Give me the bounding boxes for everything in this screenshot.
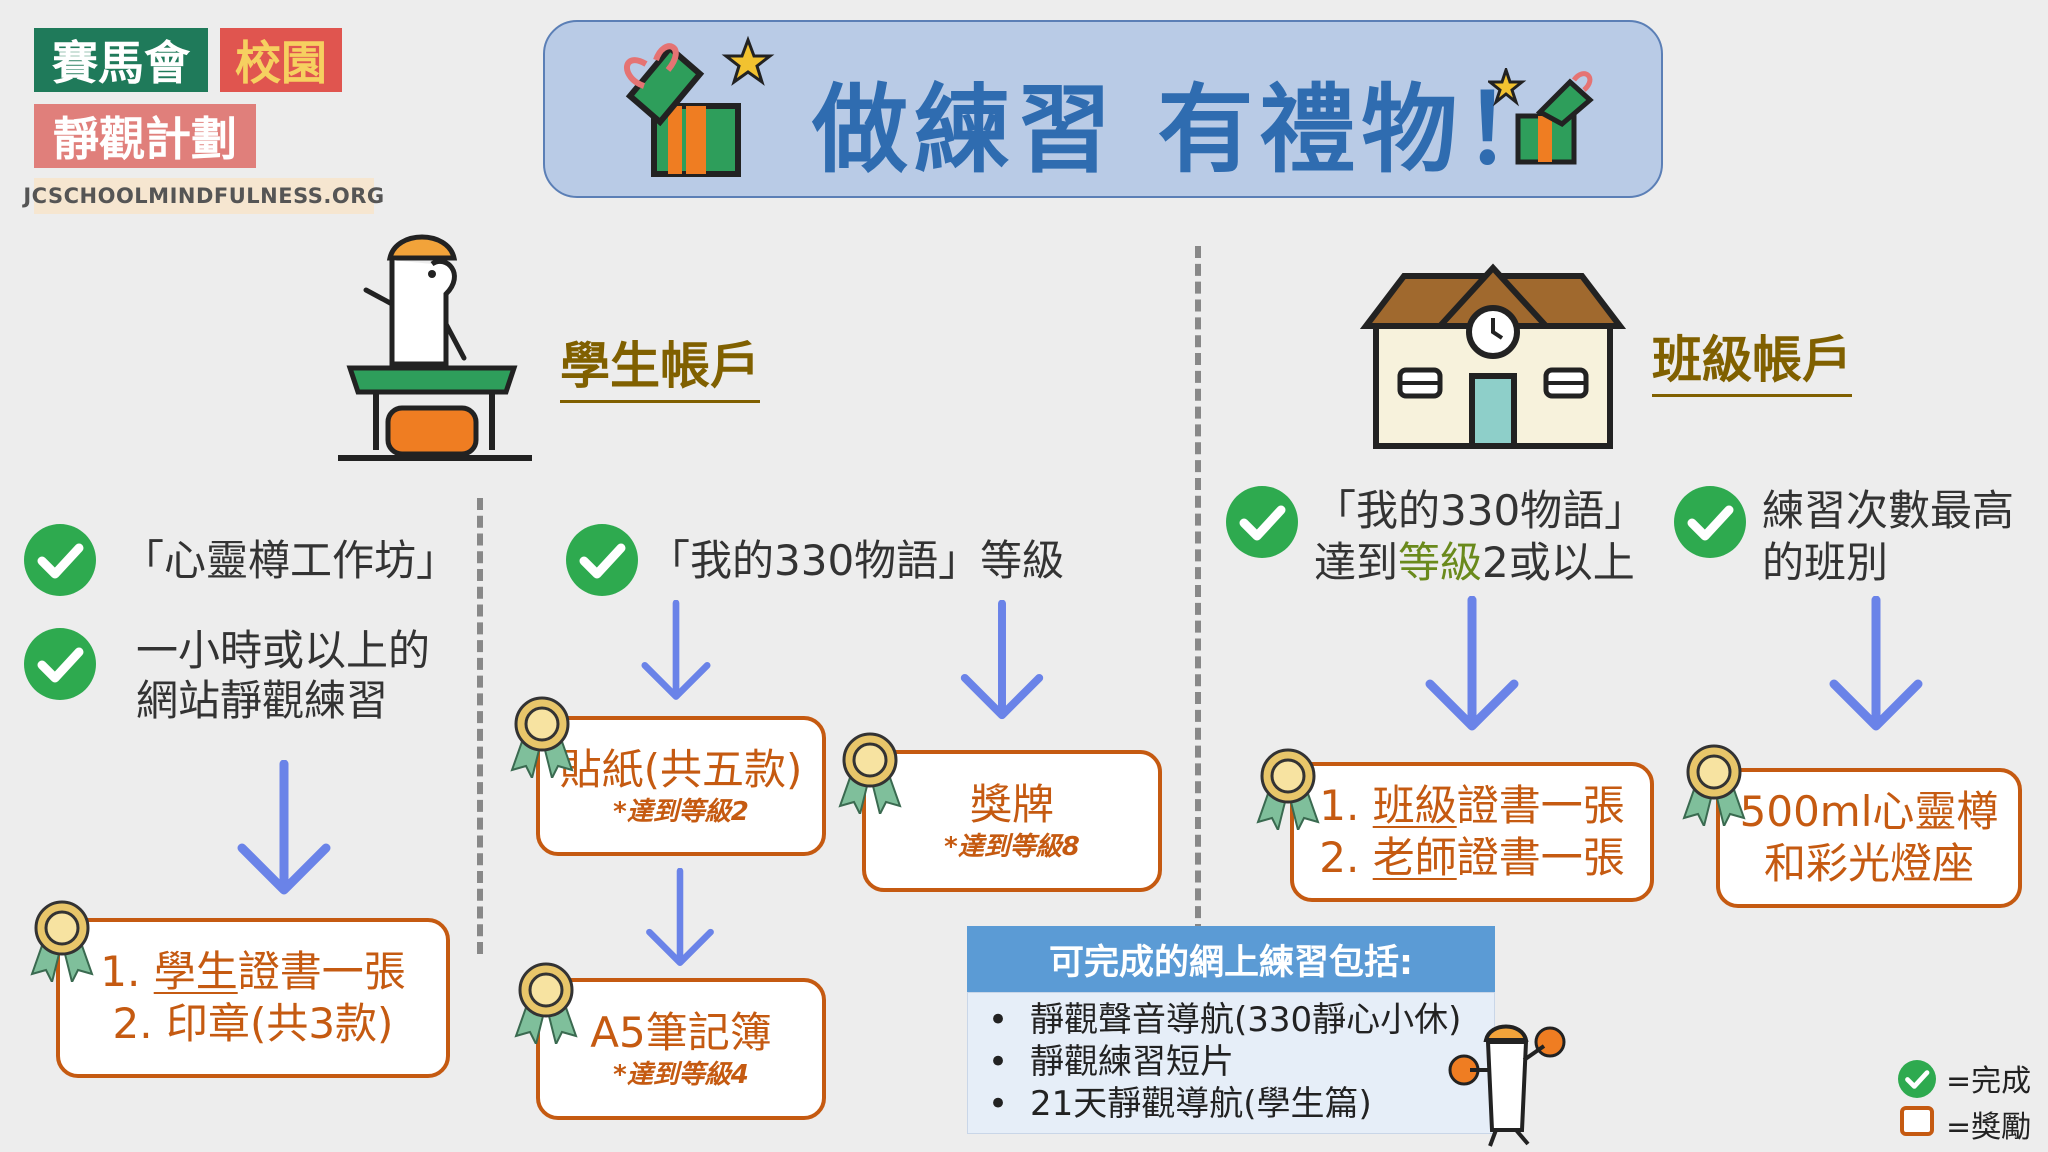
reward-title: 貼紙(共五款): [559, 745, 803, 794]
student-desk-icon: [338, 234, 532, 461]
down-arrow-icon: [630, 868, 730, 970]
down-arrow-icon: [952, 600, 1052, 724]
list-item: 靜觀練習短片: [968, 1041, 1494, 1083]
most-practice-line1: 練習次數最高: [1762, 486, 2015, 535]
list-item: 靜觀聲音導航(330靜心小休): [968, 999, 1494, 1041]
student-divider: [477, 498, 483, 954]
reward-condition: *達到等級2: [613, 797, 749, 827]
check-icon: [566, 524, 638, 596]
legend-check-icon: [1898, 1060, 1936, 1098]
class-story-line2: 達到等級2或以上: [1314, 538, 1635, 587]
web-practice-line1: 一小時或以上的: [136, 626, 431, 675]
logo-tag-jockey-club: 賽馬會: [34, 28, 208, 92]
reward-title: A5筆記簿: [590, 1008, 772, 1057]
medal-icon: [510, 696, 574, 778]
most-practice-line2: 的班別: [1762, 538, 1889, 587]
medal-icon: [514, 962, 578, 1044]
down-arrow-icon: [1826, 596, 1926, 736]
story-level-text: 「我的330物語」等級: [648, 536, 1065, 585]
check-icon: [24, 628, 96, 700]
online-practice-title: 可完成的網上練習包括:: [967, 926, 1495, 992]
banner-title: 做練習 有禮物！: [812, 74, 1566, 186]
section-divider: [1195, 246, 1201, 936]
mascot-cheering-icon: [1448, 1024, 1566, 1147]
check-icon: [1226, 486, 1298, 558]
reward-notebook: A5筆記簿 *達到等級4: [536, 978, 826, 1120]
reward-stickers: 貼紙(共五款) *達到等級2: [536, 716, 826, 856]
reward-medal: 獎牌 *達到等級8: [862, 750, 1162, 892]
gift-box-small-icon: [1488, 68, 1594, 165]
medal-icon: [30, 900, 94, 982]
student-account-heading: 學生帳戶: [560, 326, 760, 403]
logo-tag-program: 靜觀計劃: [34, 104, 256, 168]
class-story-line1: 「我的330物語」: [1314, 486, 1647, 535]
logo-url: JCSCHOOLMINDFULNESS.ORG: [23, 178, 384, 214]
reward-line: 和彩光燈座: [1763, 839, 1974, 888]
reward-mind-jar: 500ml心靈樽 和彩光燈座: [1716, 768, 2022, 908]
check-icon: [1674, 486, 1746, 558]
reward-student-certificate: 1. 學生證書一張 2. 印章(共3款): [56, 918, 450, 1078]
reward-line: 2. 印章(共3款): [112, 999, 394, 1048]
medal-icon: [1256, 748, 1320, 830]
medal-icon: [1682, 744, 1746, 826]
medal-icon: [838, 732, 902, 814]
reward-class-teacher-certificate: 1. 班級證書一張 2. 老師證書一張: [1290, 762, 1654, 902]
down-arrow-icon: [1422, 596, 1522, 736]
school-building-icon: [1360, 263, 1626, 449]
legend-reward-box-icon: [1900, 1106, 1934, 1136]
legend-reward-label: =獎勵: [1946, 1110, 2032, 1145]
down-arrow-icon: [626, 600, 726, 704]
reward-line: 1. 班級證書一張: [1319, 781, 1625, 830]
list-item: 21天靜觀導航(學生篇): [968, 1083, 1494, 1125]
gift-box-large-icon: [624, 35, 775, 177]
workshop-text: 「心靈樽工作坊」: [122, 536, 459, 585]
class-account-heading: 班級帳戶: [1652, 320, 1852, 397]
online-practice-list: 靜觀聲音導航(330靜心小休) 靜觀練習短片 21天靜觀導航(學生篇): [967, 992, 1495, 1134]
legend-check-label: =完成: [1946, 1064, 2032, 1099]
logo-tag-campus: 校園: [220, 28, 342, 92]
reward-line: 1. 學生證書一張: [100, 947, 406, 996]
reward-condition: *達到等級4: [613, 1060, 749, 1090]
reward-line: 500ml心靈樽: [1739, 787, 1999, 836]
reward-line: 2. 老師證書一張: [1319, 833, 1625, 882]
reward-condition: *達到等級8: [944, 832, 1080, 862]
check-icon: [24, 524, 96, 596]
reward-title: 獎牌: [969, 780, 1054, 829]
web-practice-line2: 網站靜觀練習: [136, 676, 389, 725]
down-arrow-icon: [234, 760, 334, 900]
